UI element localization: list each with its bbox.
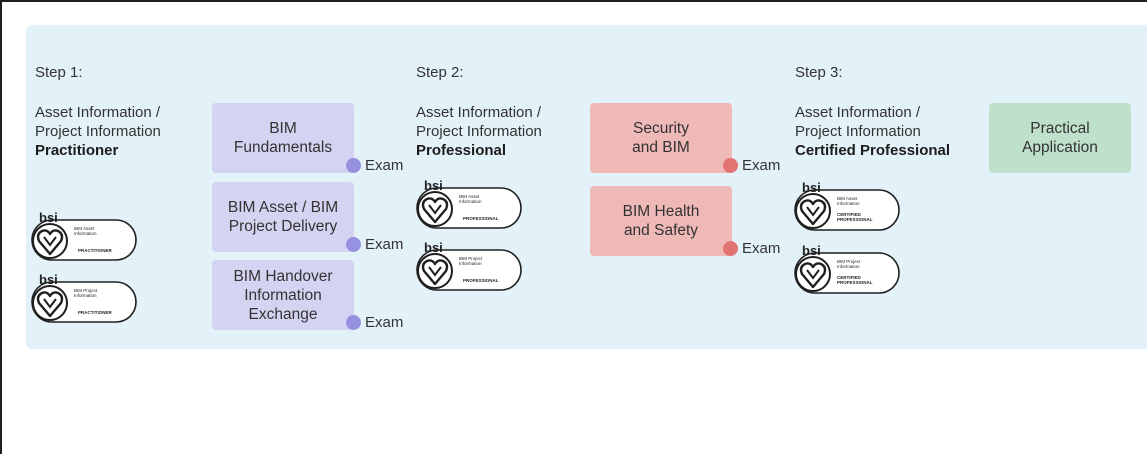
exam-bim-handover: Exam — [346, 314, 403, 331]
step-2-label: Step 2: — [416, 64, 464, 81]
step-1-level-line2: Project Information — [35, 123, 161, 140]
course-practical-application[interactable]: Practical Application — [989, 103, 1131, 173]
exam-dot-icon — [346, 315, 361, 330]
course-practical-line2: Application — [1022, 139, 1098, 156]
exam-dot-icon — [723, 158, 738, 173]
course-security-line1: Security — [632, 120, 689, 137]
bsi-brand-text: bsi — [424, 240, 443, 255]
exam-security-and-bim: Exam — [723, 157, 780, 174]
exam-dot-icon — [346, 158, 361, 173]
badge-line1: BIM Asset — [837, 196, 858, 201]
step-1-level-title: Practitioner — [35, 142, 119, 159]
course-bim-fundamentals[interactable]: BIM Fundamentals — [212, 103, 354, 173]
frame-top-border — [0, 0, 1147, 2]
exam-bim-health-and-safety: Exam — [723, 240, 780, 257]
course-bim-fundamentals-line1: BIM — [269, 120, 297, 137]
badge-line1: BIM Asset — [459, 194, 480, 199]
step-1-level: Asset Information / Project Information … — [35, 103, 161, 160]
badge-tier-line2: PROFESSIONAL — [837, 280, 873, 285]
course-security-and-bim[interactable]: Security and BIM — [590, 103, 732, 173]
course-bim-handover-line2: Information — [244, 286, 322, 304]
exam-label: Exam — [365, 236, 404, 253]
pathway-panel — [26, 25, 1147, 349]
exam-dot-icon — [346, 237, 361, 252]
step-2-level-line2: Project Information — [416, 123, 542, 140]
course-bim-asset-project-delivery[interactable]: BIM Asset / BIM Project Delivery — [212, 182, 354, 252]
course-bim-handover[interactable]: BIM Handover Information Exchange — [212, 260, 354, 330]
badge-tier: PROFESSIONAL — [463, 278, 499, 283]
badge-line1: BIM Project — [459, 256, 483, 261]
badge-line1: BIM Project — [837, 259, 861, 264]
bsi-brand-text: bsi — [802, 180, 821, 195]
badge-line1: BIM Asset — [74, 226, 95, 231]
exam-bim-asset-project-delivery: Exam — [346, 236, 403, 253]
badge-tier-line1: CERTIFIED — [837, 212, 862, 217]
badge-tier: PROFESSIONAL — [463, 216, 499, 221]
course-bim-handover-line3: Exchange — [248, 305, 318, 323]
course-health-line2: and Safety — [623, 222, 699, 239]
badge-line2: Information — [74, 293, 97, 298]
course-bim-asset-line1: BIM Asset / BIM — [227, 199, 339, 216]
step-3-level: Asset Information / Project Information … — [795, 103, 950, 160]
badge-line2: Information — [837, 264, 860, 269]
badge-tier-line1: CERTIFIED — [837, 275, 862, 280]
badge-line1: BIM Project — [74, 288, 98, 293]
step-3-level-line2: Project Information — [795, 123, 921, 140]
course-bim-asset-line2: Project Delivery — [228, 218, 338, 235]
badge-line2: Information — [459, 199, 482, 204]
step-3-level-title: Certified Professional — [795, 142, 951, 159]
exam-label: Exam — [742, 157, 781, 174]
step-2-level: Asset Information / Project Information … — [416, 103, 542, 160]
course-bim-handover-line1: BIM Handover — [233, 267, 333, 285]
exam-bim-fundamentals: Exam — [346, 157, 403, 174]
badge-tier: PRACTITIONER — [78, 310, 113, 315]
step-1-level-line1: Asset Information / — [35, 104, 161, 121]
course-health-line1: BIM Health — [622, 203, 700, 220]
step-3-label: Step 3: — [795, 64, 843, 81]
bsi-brand-text: bsi — [39, 272, 58, 287]
badge-tier-line2: PROFESSIONAL — [837, 217, 873, 222]
course-bim-health-and-safety[interactable]: BIM Health and Safety — [590, 186, 732, 256]
exam-label: Exam — [365, 157, 404, 174]
course-security-line2: and BIM — [632, 139, 690, 156]
course-bim-fundamentals-line2: Fundamentals — [233, 139, 333, 156]
bsi-brand-text: bsi — [802, 243, 821, 258]
badge-line2: Information — [459, 261, 482, 266]
step-2-level-title: Professional — [416, 142, 507, 159]
bsi-brand-text: bsi — [39, 210, 58, 225]
step-2-level-line1: Asset Information / — [416, 104, 542, 121]
badge-line2: Information — [837, 201, 860, 206]
exam-dot-icon — [723, 241, 738, 256]
step-3-level-line1: Asset Information / — [795, 104, 921, 121]
exam-label: Exam — [742, 240, 781, 257]
badge-tier: PRACTITIONER — [78, 248, 113, 253]
bsi-brand-text: bsi — [424, 178, 443, 193]
step-1-label: Step 1: — [35, 64, 83, 81]
course-practical-line1: Practical — [1030, 120, 1090, 137]
badge-line2: Information — [74, 231, 97, 236]
exam-label: Exam — [365, 314, 404, 331]
frame-left-border — [0, 0, 2, 454]
